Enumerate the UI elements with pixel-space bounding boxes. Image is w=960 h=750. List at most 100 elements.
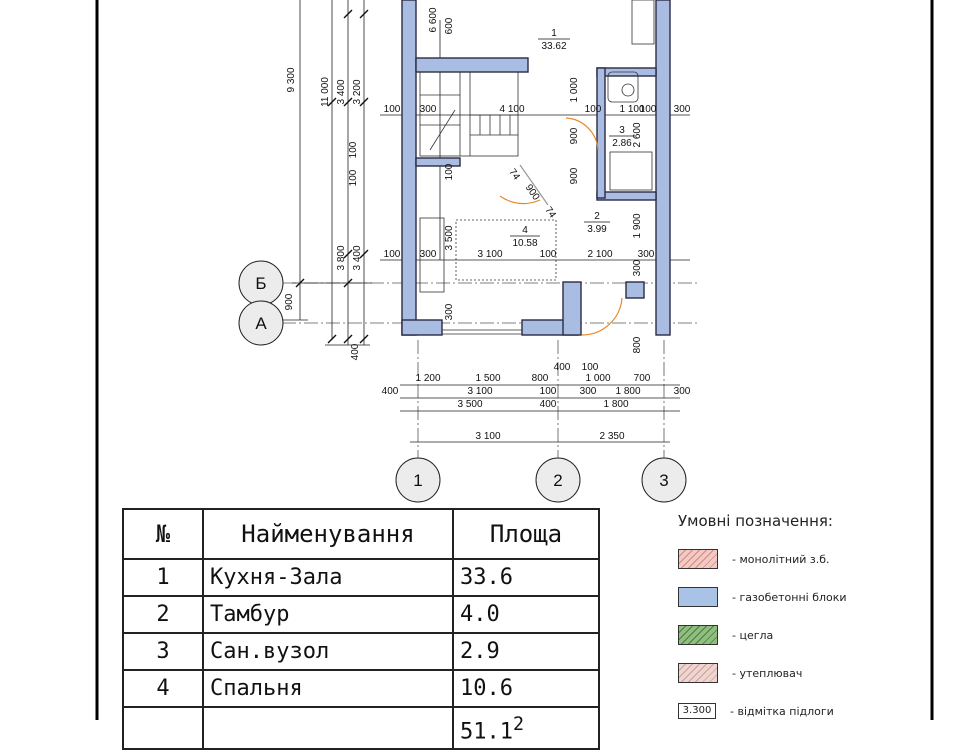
- dimension-ticks: [295, 9, 369, 344]
- row-name: Кухня-Зала: [202, 558, 454, 597]
- inner-dimension-rows: [380, 114, 690, 261]
- legend-label: - відмітка підлоги: [730, 704, 834, 718]
- axis-letter-b: Б: [255, 274, 266, 293]
- legend-title: Умовні позначення:: [678, 512, 833, 530]
- room-3-number: 3: [619, 125, 625, 136]
- svg-text:1 800: 1 800: [603, 399, 628, 410]
- legend-label: - газобетонні блоки: [732, 590, 847, 604]
- axis-number-3: 3: [659, 471, 668, 490]
- svg-text:1 200: 1 200: [415, 373, 440, 384]
- svg-text:1 800: 1 800: [615, 386, 640, 397]
- legend-level-tag: 3.300: [678, 703, 716, 719]
- staircase: [419, 71, 519, 157]
- axis-number-1: 1: [413, 471, 422, 490]
- svg-text:300: 300: [632, 259, 643, 276]
- svg-text:100: 100: [384, 104, 401, 115]
- room-4-number: 4: [522, 225, 528, 236]
- inner-dimension-texts: 100 300 4 100 100 1 100 100 300 100 300 …: [384, 104, 691, 260]
- row-area: 33.6: [452, 558, 600, 597]
- window-and-furniture: [419, 217, 557, 335]
- axis-bubble-1: [395, 457, 441, 503]
- svg-text:100: 100: [540, 386, 557, 397]
- legend-label: - цегла: [732, 628, 774, 642]
- row-name: Сан.вузол: [202, 632, 454, 671]
- svg-text:3 100: 3 100: [467, 386, 492, 397]
- svg-text:100: 100: [585, 104, 602, 115]
- room-2-number: 2: [594, 211, 600, 222]
- legend-item: 3.300 - відмітка підлоги: [678, 692, 948, 730]
- svg-text:300: 300: [674, 104, 691, 115]
- walls: [401, 0, 671, 336]
- drawing-sheet: Б А 1 2 3 1 33.62 2 3.99 3 2.86 4 10.58 …: [95, 0, 934, 750]
- svg-text:300: 300: [420, 249, 437, 260]
- svg-text:400: 400: [382, 386, 399, 397]
- legend-item: - утеплювач: [678, 654, 948, 692]
- svg-text:3 500: 3 500: [444, 225, 455, 250]
- floor-plan: Б А 1 2 3 1 33.62 2 3.99 3 2.86 4 10.58 …: [95, 0, 934, 720]
- table-row: 2 Тамбур 4.0: [122, 595, 600, 634]
- axis-number-2: 2: [553, 471, 562, 490]
- svg-text:400: 400: [540, 399, 557, 410]
- room-1-number: 1: [551, 28, 557, 39]
- legend-swatch-brick: [678, 625, 718, 645]
- legend-item: - цегла: [678, 616, 948, 654]
- svg-text:11 000: 11 000: [320, 77, 331, 107]
- left-dimension-lines: [270, 0, 441, 346]
- door-swings: [499, 117, 623, 336]
- legend: Умовні позначення: - монолітний з.б. - г…: [678, 512, 948, 730]
- header-name: Найменування: [202, 508, 454, 560]
- axis-bubbles: Б А 1 2 3: [238, 260, 687, 503]
- row-area: 10.6: [452, 669, 600, 708]
- svg-text:2 100: 2 100: [587, 249, 612, 260]
- svg-text:100: 100: [384, 249, 401, 260]
- legend-swatch-insulation: [678, 663, 718, 683]
- row-number: 2: [122, 595, 204, 634]
- total-area-superscript: 2: [512, 714, 525, 735]
- svg-text:2 350: 2 350: [599, 431, 624, 442]
- table-row-total: 51.12: [122, 705, 600, 750]
- room-2-area: 3.99: [587, 224, 607, 235]
- svg-text:900: 900: [569, 167, 580, 184]
- svg-text:900: 900: [284, 293, 295, 310]
- row-number: 3: [122, 632, 204, 671]
- svg-text:3 400: 3 400: [336, 79, 347, 104]
- svg-text:100: 100: [348, 169, 359, 186]
- row-number: 1: [122, 558, 204, 597]
- room-3-area: 2.86: [612, 138, 632, 149]
- svg-text:300: 300: [580, 386, 597, 397]
- bottom-dimension-texts: 400 100 1 200 1 500 800 1 000 700 400 3 …: [382, 362, 691, 442]
- svg-text:1 500: 1 500: [475, 373, 500, 384]
- row-number: [122, 705, 204, 750]
- legend-swatch-monolithic: [678, 549, 718, 569]
- row-area: 4.0: [452, 595, 600, 634]
- svg-text:3 500: 3 500: [457, 399, 482, 410]
- legend-label: - монолітний з.б.: [732, 552, 830, 566]
- svg-text:1 900: 1 900: [632, 213, 643, 238]
- svg-text:400: 400: [554, 362, 571, 373]
- svg-text:3 100: 3 100: [477, 249, 502, 260]
- rooms-table: № Найменування Площа 1 Кухня-Зала 33.6 2…: [122, 508, 600, 750]
- table-row: 1 Кухня-Зала 33.6: [122, 558, 600, 597]
- table-row: 3 Сан.вузол 2.9: [122, 632, 600, 671]
- svg-text:300: 300: [444, 303, 455, 320]
- legend-label: - утеплювач: [732, 666, 803, 680]
- table-row: 4 Спальня 10.6: [122, 669, 600, 708]
- svg-text:3 400: 3 400: [352, 245, 363, 270]
- axis-letter-a: А: [255, 314, 267, 333]
- svg-text:4 100: 4 100: [499, 104, 524, 115]
- svg-text:1 000: 1 000: [585, 373, 610, 384]
- bottom-dimension-lines: [400, 384, 680, 443]
- svg-text:700: 700: [634, 373, 651, 384]
- axis-bubble-3: [641, 457, 687, 503]
- legend-item: - монолітний з.б.: [678, 540, 948, 578]
- axis-bubble-2: [535, 457, 581, 503]
- bathroom-fixtures: [607, 0, 655, 191]
- svg-text:74: 74: [506, 167, 522, 183]
- svg-text:800: 800: [632, 336, 643, 353]
- svg-text:1 000: 1 000: [569, 77, 580, 102]
- legend-swatch-gas-blocks: [678, 587, 718, 607]
- svg-text:3 100: 3 100: [475, 431, 500, 442]
- svg-text:3 200: 3 200: [352, 79, 363, 104]
- total-area-value: 51.1: [460, 719, 513, 745]
- header-area: Площа: [452, 508, 600, 560]
